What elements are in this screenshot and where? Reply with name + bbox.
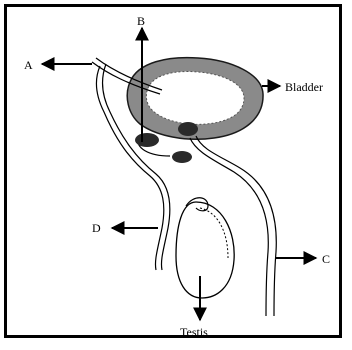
label-a: A bbox=[24, 58, 33, 72]
label-testis: Testis bbox=[180, 325, 208, 339]
testis bbox=[176, 198, 234, 298]
label-d: D bbox=[92, 221, 101, 235]
label-b: B bbox=[137, 14, 145, 28]
label-c: C bbox=[322, 252, 330, 266]
label-bladder: Bladder bbox=[285, 80, 323, 94]
